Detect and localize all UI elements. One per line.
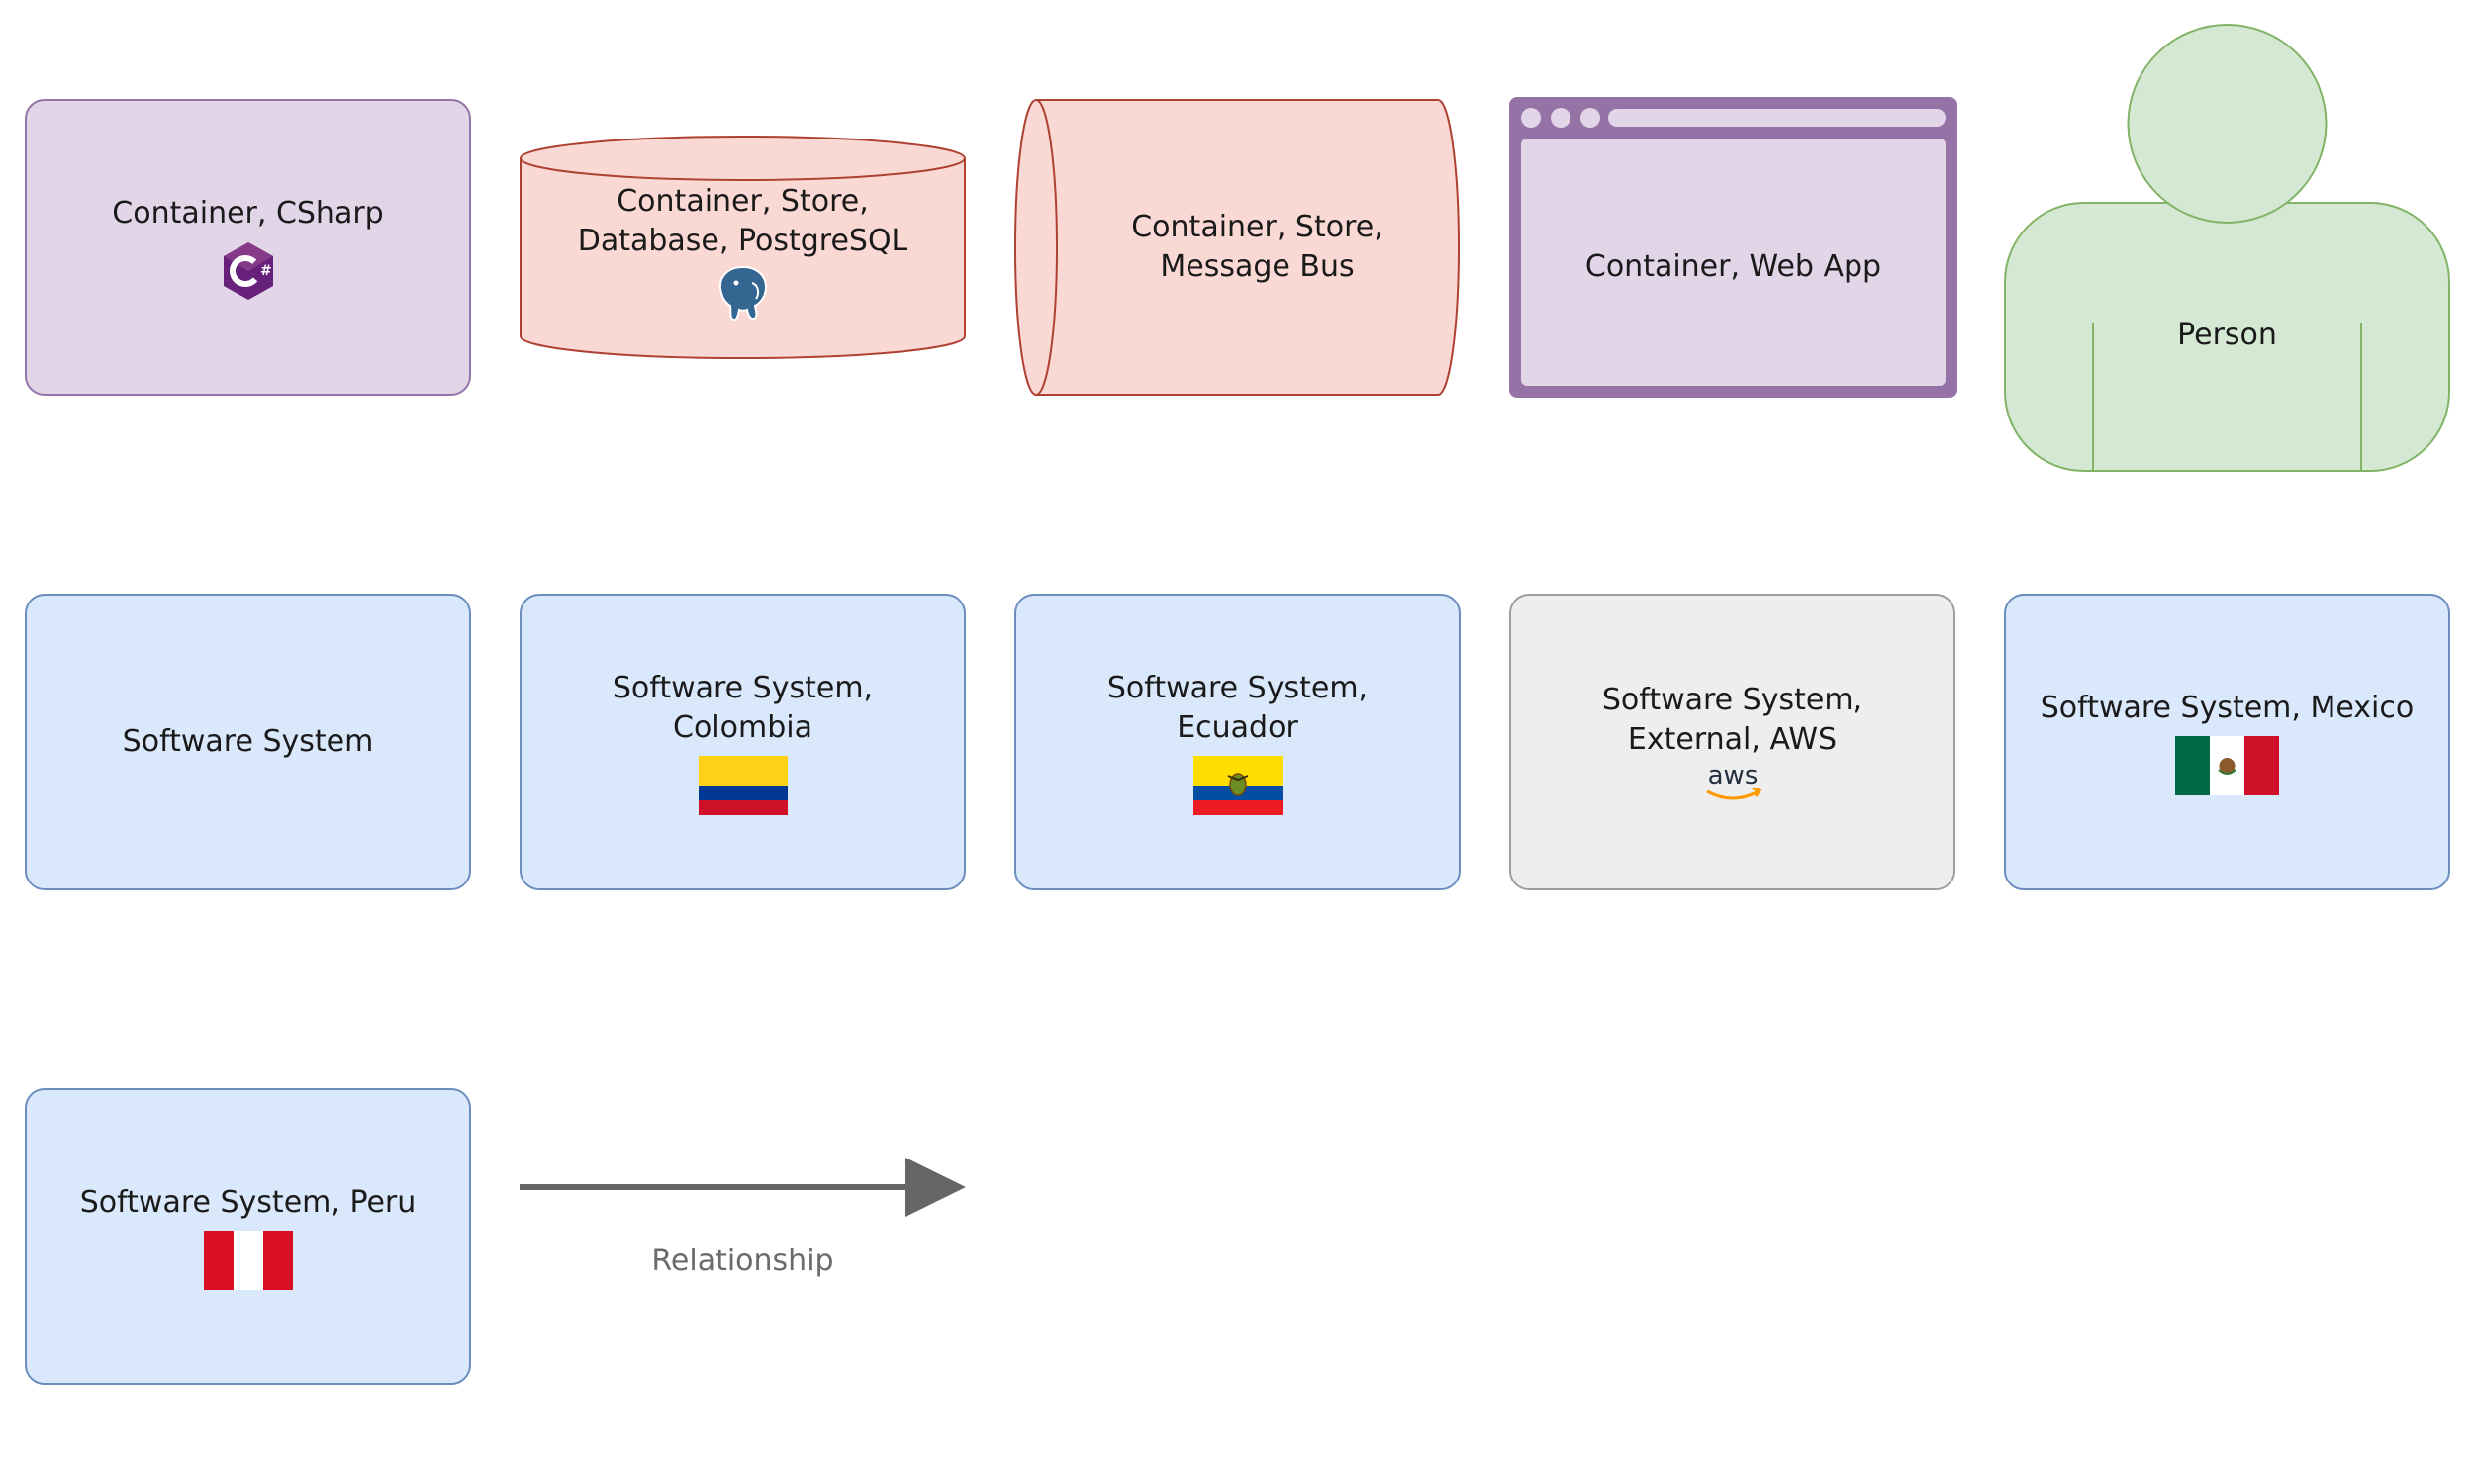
software-system-peru-label: Software System, Peru — [79, 1185, 417, 1220]
software-system-label: Software System — [122, 724, 374, 759]
aws-logo-text: aws — [1707, 761, 1758, 790]
person-label: Person — [2177, 317, 2277, 352]
peru-flag-icon — [203, 1231, 293, 1290]
software-system-mexico-label: Software System, Mexico — [2040, 691, 2415, 725]
postgresql-elephant-icon — [718, 265, 767, 322]
container-postgresql-label: Container, Store, Database, PostgreSQL — [577, 184, 908, 258]
ecuador-flag-icon — [1192, 756, 1283, 815]
person[interactable]: Person — [2004, 24, 2450, 472]
software-system[interactable]: Software System — [25, 594, 471, 890]
container-csharp[interactable]: Container, CSharp # — [25, 99, 471, 396]
svg-text:#: # — [260, 263, 272, 279]
relationship-label: Relationship — [651, 1244, 834, 1278]
software-system-peru[interactable]: Software System, Peru — [25, 1088, 471, 1385]
colombia-flag-icon — [698, 756, 788, 815]
message-bus-cylinder-shape — [1014, 99, 1460, 396]
container-web-app[interactable]: Container, Web App — [1509, 97, 1957, 398]
container-web-app-label: Container, Web App — [1584, 249, 1882, 284]
relationship-arrow[interactable] — [517, 1153, 972, 1222]
software-system-mexico[interactable]: Software System, Mexico — [2004, 594, 2450, 890]
container-message-bus[interactable]: Container, Store, Message Bus — [1014, 99, 1461, 396]
database-cylinder-shape — [520, 136, 966, 360]
software-system-aws-label: Software System, External, AWS — [1601, 683, 1863, 757]
container-message-bus-label: Container, Store, Message Bus — [1131, 210, 1383, 284]
container-csharp-label: Container, CSharp — [112, 196, 384, 231]
person-shape — [2004, 24, 2450, 472]
software-system-ecuador-label: Software System, Ecuador — [1106, 671, 1369, 745]
container-postgresql-database[interactable]: Container, Store, Database, PostgreSQL — [520, 134, 966, 361]
aws-logo-icon: aws — [1705, 761, 1761, 800]
software-system-ecuador[interactable]: Software System, Ecuador — [1014, 594, 1461, 890]
software-system-external-aws[interactable]: Software System, External, AWS aws — [1509, 594, 1955, 890]
browser-window-shape — [1509, 97, 1957, 398]
csharp-icon: # — [223, 242, 273, 300]
mexico-flag-icon — [2175, 736, 2279, 795]
software-system-colombia[interactable]: Software System, Colombia — [520, 594, 966, 890]
software-system-colombia-label: Software System, Colombia — [612, 671, 874, 745]
